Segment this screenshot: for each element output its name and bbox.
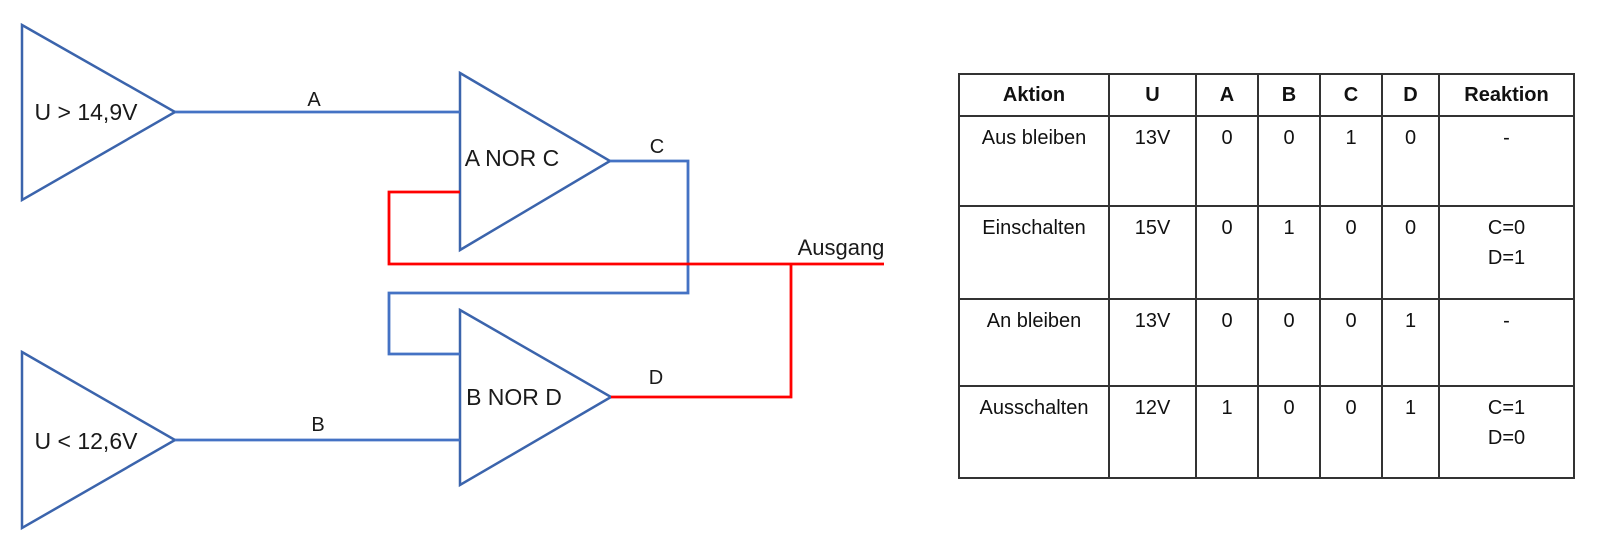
header-u: U xyxy=(1108,73,1197,117)
nor-gate-top-label: A NOR C xyxy=(465,145,560,171)
signal-d-label: D xyxy=(649,367,663,389)
red-wires xyxy=(387,190,884,399)
wire-d-feedback-output xyxy=(387,190,884,266)
cell-reaktion: C=0 D=1 xyxy=(1438,205,1575,300)
cell-a: 0 xyxy=(1195,205,1259,300)
signal-a-label: A xyxy=(307,89,321,111)
cell-u: 13V xyxy=(1108,298,1197,387)
output-label: Ausgang xyxy=(798,235,885,260)
cell-reaktion: - xyxy=(1438,115,1575,207)
cell-aktion: An bleiben xyxy=(958,298,1110,387)
cell-d: 0 xyxy=(1381,205,1440,300)
comparator-top-label: U > 14,9V xyxy=(35,99,139,125)
header-b: B xyxy=(1257,73,1321,117)
cell-aktion: Einschalten xyxy=(958,205,1110,300)
nor-gate-bottom-label: B NOR D xyxy=(466,384,562,410)
table-row: Ausschalten 12V 1 0 0 1 C=1 D=0 xyxy=(958,385,1575,479)
signal-c-label: C xyxy=(650,136,664,158)
cell-b: 0 xyxy=(1257,385,1321,479)
cell-u: 15V xyxy=(1108,205,1197,300)
nor-gate-top-shape xyxy=(458,70,613,253)
cell-reaktion: C=1 D=0 xyxy=(1438,385,1575,479)
truth-table: Aktion U A B C D Reaktion Aus bleiben 13… xyxy=(958,73,1575,479)
header-reaktion: Reaktion xyxy=(1438,73,1575,117)
cell-b: 1 xyxy=(1257,205,1321,300)
cell-a: 1 xyxy=(1195,385,1259,479)
comparator-bottom-shape xyxy=(20,349,178,531)
wire-c-feedback xyxy=(387,159,690,356)
diagram-labels: U > 14,9V U < 12,6V A NOR C B NOR D A B … xyxy=(35,89,885,454)
cell-d: 0 xyxy=(1381,115,1440,207)
cell-b: 0 xyxy=(1257,298,1321,387)
cell-reaktion: - xyxy=(1438,298,1575,387)
shapes xyxy=(20,22,614,531)
cell-c: 0 xyxy=(1319,385,1383,479)
nor-gate-bottom-shape xyxy=(458,307,614,488)
header-c: C xyxy=(1319,73,1383,117)
cell-u: 12V xyxy=(1108,385,1197,479)
wire-d-output xyxy=(611,264,793,399)
cell-c: 0 xyxy=(1319,205,1383,300)
cell-u: 13V xyxy=(1108,115,1197,207)
signal-b-label: B xyxy=(311,414,324,436)
header-a: A xyxy=(1195,73,1259,117)
table-header-row: Aktion U A B C D Reaktion xyxy=(958,73,1575,117)
table-row: Einschalten 15V 0 1 0 0 C=0 D=1 xyxy=(958,205,1575,300)
cell-d: 1 xyxy=(1381,298,1440,387)
cell-a: 0 xyxy=(1195,298,1259,387)
comparator-top-shape xyxy=(20,22,178,203)
cell-b: 0 xyxy=(1257,115,1321,207)
table-row: Aus bleiben 13V 0 0 1 0 - xyxy=(958,115,1575,207)
table-row: An bleiben 13V 0 0 0 1 - xyxy=(958,298,1575,387)
circuit-diagram: U > 14,9V U < 12,6V A NOR C B NOR D A B … xyxy=(20,22,885,531)
comparator-bottom-label: U < 12,6V xyxy=(35,428,139,454)
header-aktion: Aktion xyxy=(958,73,1110,117)
cell-d: 1 xyxy=(1381,385,1440,479)
cell-aktion: Ausschalten xyxy=(958,385,1110,479)
cell-c: 1 xyxy=(1319,115,1383,207)
header-d: D xyxy=(1381,73,1440,117)
blue-wires xyxy=(175,110,690,442)
cell-aktion: Aus bleiben xyxy=(958,115,1110,207)
cell-a: 0 xyxy=(1195,115,1259,207)
cell-c: 0 xyxy=(1319,298,1383,387)
